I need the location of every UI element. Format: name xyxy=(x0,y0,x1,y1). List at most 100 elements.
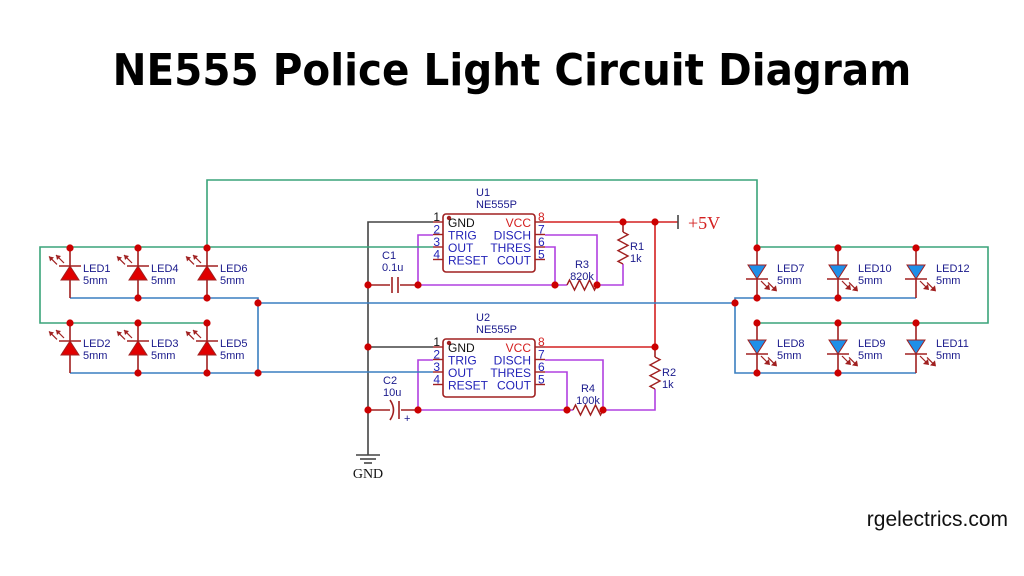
resistor-r1 xyxy=(616,231,630,265)
u1-disch-wire xyxy=(545,234,598,285)
u2-disch-wire xyxy=(545,359,604,410)
resistor-r2 xyxy=(648,356,662,390)
led-light-arrowhead xyxy=(771,360,777,367)
led-light-arrowhead xyxy=(117,256,122,262)
junction-dot xyxy=(203,294,211,302)
capacitor-c1 xyxy=(391,277,399,293)
junction-dot xyxy=(651,218,659,226)
led-size-label: 5mm xyxy=(858,275,882,287)
led-light-arrowhead xyxy=(56,330,61,335)
led-led10 xyxy=(827,248,858,298)
led-light-arrowhead xyxy=(923,284,929,290)
resistor-ref-label: R2 xyxy=(662,367,676,379)
ic-pin-number: 5 xyxy=(538,248,545,262)
junction-dot xyxy=(912,319,920,327)
junction-dot xyxy=(753,319,761,327)
led-light-arrowhead xyxy=(930,360,936,367)
ic-pin-name: RESET xyxy=(448,254,489,268)
resistor-zigzag xyxy=(616,231,630,265)
resistor-value-label: 1k xyxy=(630,253,642,265)
junction-dot xyxy=(912,244,920,252)
ic-ref-label: U1 xyxy=(476,187,490,199)
capacitor-ref-label: C1 xyxy=(382,250,396,262)
resistor-zigzag xyxy=(566,278,598,292)
page-title: NE555 Police Light Circuit Diagram xyxy=(112,45,912,96)
led-ref-label: LED8 xyxy=(777,338,805,350)
led-light-arrowhead xyxy=(845,284,851,290)
ic-pin-name: DISCH xyxy=(494,354,531,368)
u1-trig-wire xyxy=(417,234,555,286)
led-ref-label: LED1 xyxy=(83,263,111,275)
led-triangle xyxy=(60,340,80,356)
ic-pin-name: THRES xyxy=(490,241,531,255)
ic-pin-number: 2 xyxy=(433,348,440,362)
led-ref-label: LED12 xyxy=(936,263,970,275)
ic-body xyxy=(442,213,536,273)
junction-dot xyxy=(731,299,739,307)
junction-dot xyxy=(593,281,601,289)
junction-dot xyxy=(203,319,211,327)
junction-dot xyxy=(134,294,142,302)
led-light-arrowhead xyxy=(186,331,191,337)
led-size-label: 5mm xyxy=(936,350,960,362)
junction-dot xyxy=(834,294,842,302)
u1-thres-wire xyxy=(545,246,567,286)
led-triangle xyxy=(60,265,80,281)
led-triangle xyxy=(828,339,848,355)
ic-pin-name: OUT xyxy=(448,366,474,380)
ic-pin-name: VCC xyxy=(506,341,532,355)
resistor-ref-label: R1 xyxy=(630,241,644,253)
gnd-rail xyxy=(367,221,433,455)
led-led2 xyxy=(48,323,81,373)
led-light-arrowhead xyxy=(124,255,129,260)
ic-ref-label: U2 xyxy=(476,312,490,324)
ic-u1 xyxy=(433,213,545,273)
resistor-value-label: 820k xyxy=(570,271,594,283)
led-ref-label: LED11 xyxy=(936,338,969,350)
resistor-value-label: 100k xyxy=(576,395,600,407)
junction-dot xyxy=(134,319,142,327)
led-light-arrowhead xyxy=(771,285,777,292)
led-led12 xyxy=(905,248,936,298)
right-cathode-rail xyxy=(734,297,916,374)
led-ref-label: LED2 xyxy=(83,338,111,350)
led-led1 xyxy=(48,248,81,298)
ic-body xyxy=(442,338,536,398)
capacitor-ref-label: C2 xyxy=(383,375,397,387)
led-led11 xyxy=(905,323,936,373)
ic-pin-name: GND xyxy=(448,341,475,355)
led-size-label: 5mm xyxy=(83,275,107,287)
capacitor-value-label: 0.1u xyxy=(382,262,403,274)
junction-dot xyxy=(753,294,761,302)
led-ref-label: LED3 xyxy=(151,338,179,350)
junction-dot xyxy=(134,369,142,377)
led-ref-label: LED4 xyxy=(151,263,179,275)
r2-disch-wire xyxy=(603,389,656,411)
led-ref-label: LED9 xyxy=(858,338,886,350)
junction-dot xyxy=(834,319,842,327)
ic-pin-number: 8 xyxy=(538,210,545,224)
led-ref-label: LED6 xyxy=(220,263,248,275)
capacitor-polarity-mark: + xyxy=(404,413,410,425)
led-triangle xyxy=(828,264,848,280)
ic-pin-number: 4 xyxy=(433,248,440,262)
left-cathode-rail xyxy=(70,297,259,374)
led-led9 xyxy=(827,323,858,373)
led-light-arrowhead xyxy=(852,360,858,367)
ic-pin-name: RESET xyxy=(448,379,489,393)
ic-u2 xyxy=(433,338,545,398)
resistor-r4 xyxy=(572,403,604,417)
junction-dot xyxy=(203,369,211,377)
led-led8 xyxy=(746,323,777,373)
junction-dot xyxy=(414,406,422,414)
resistor-ref-label: R3 xyxy=(575,259,589,271)
capacitor-curved-plate xyxy=(389,399,395,421)
ic-part-label: NE555P xyxy=(476,199,517,211)
led-led6 xyxy=(185,248,218,298)
ic-pin-number: 5 xyxy=(538,373,545,387)
ic-pin1-marker xyxy=(446,215,452,221)
led-light-arrowhead xyxy=(117,331,122,337)
junction-dot xyxy=(753,244,761,252)
led-light-arrowhead xyxy=(49,331,54,337)
